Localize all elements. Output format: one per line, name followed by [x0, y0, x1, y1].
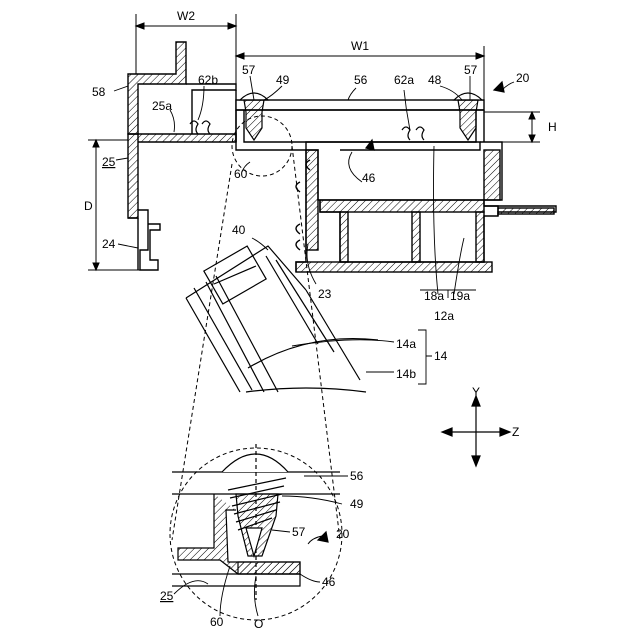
- frame-46: [296, 142, 556, 272]
- detail-label-49: 49: [350, 497, 364, 511]
- label-24: 24: [102, 237, 116, 251]
- detail-label-60: 60: [210, 615, 224, 629]
- label-57-left: 57: [242, 63, 256, 77]
- detail-label-56: 56: [350, 469, 364, 483]
- detail-label-O: O: [254, 617, 263, 631]
- label-18a: 18a: [424, 289, 444, 303]
- label-46: 46: [362, 171, 376, 185]
- label-H: H: [548, 120, 557, 134]
- detail-label-46: 46: [322, 575, 336, 589]
- label-40: 40: [232, 223, 246, 237]
- label-W2: W2: [177, 9, 195, 23]
- label-14a: 14a: [396, 337, 416, 351]
- label-12a: 12a: [434, 309, 454, 323]
- detail-label-57: 57: [292, 525, 306, 539]
- label-57-right: 57: [464, 63, 478, 77]
- label-19a: 19a: [450, 289, 470, 303]
- screw-right-57: [454, 93, 482, 140]
- label-58: 58: [92, 85, 106, 99]
- label-48: 48: [428, 73, 442, 87]
- label-14b: 14b: [396, 367, 416, 381]
- axis-label-Z: Z: [512, 425, 519, 439]
- label-49: 49: [276, 73, 290, 87]
- label-25a: 25a: [152, 99, 172, 113]
- label-W1: W1: [351, 39, 369, 53]
- detail-label-20: 20: [336, 527, 350, 541]
- label-25: 25: [102, 155, 116, 169]
- detail-label-25: 25: [160, 589, 174, 603]
- axis-label-Y: Y: [472, 385, 480, 399]
- label-62a: 62a: [394, 73, 414, 87]
- panel-56: [236, 100, 484, 142]
- label-23: 23: [318, 287, 332, 301]
- label-62b: 62b: [198, 73, 218, 87]
- axis-indicator: [318, 82, 510, 542]
- label-56: 56: [354, 73, 368, 87]
- label-20: 20: [516, 71, 530, 85]
- label-60: 60: [234, 167, 248, 181]
- label-D: D: [84, 199, 93, 213]
- label-14: 14: [434, 349, 448, 363]
